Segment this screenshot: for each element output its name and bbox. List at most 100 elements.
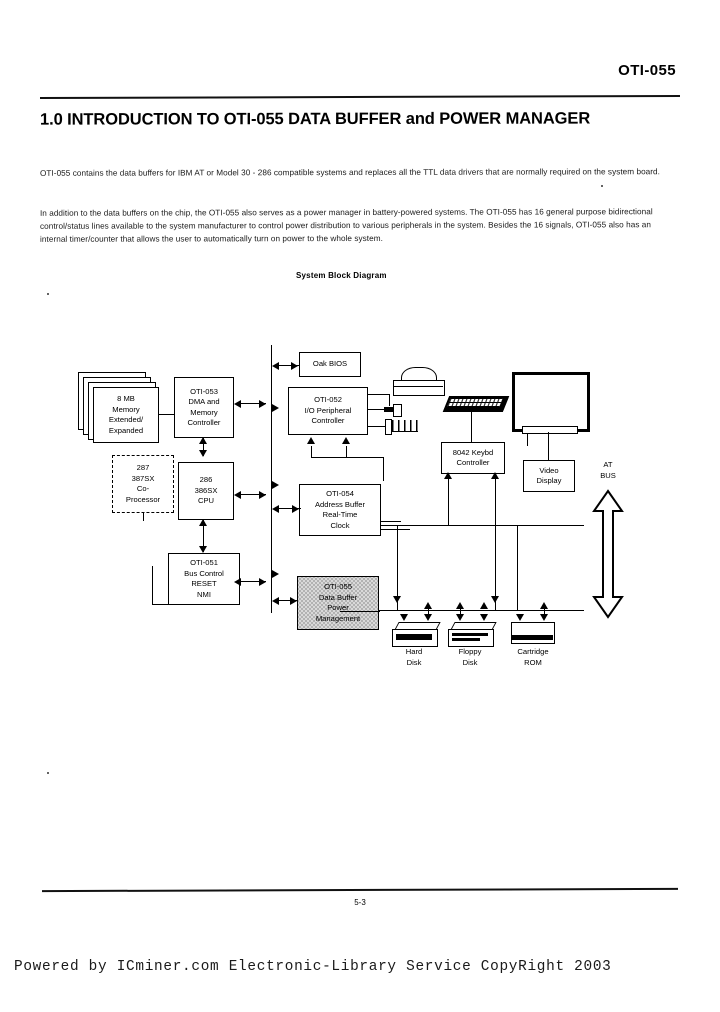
link-keyboard-controller (471, 410, 473, 446)
link-cpu-bus (240, 494, 266, 496)
cartridge-rom-line2: ROM (524, 657, 542, 667)
arrowhead-left (234, 491, 241, 499)
arrowhead-up (424, 602, 432, 609)
arrowhead-right (259, 491, 266, 499)
floppy-disk-line2: Disk (462, 657, 478, 667)
block-oti055-line4: Management (315, 613, 361, 623)
block-memory-line3: Extended/ (108, 415, 144, 424)
link-hard-disk (428, 604, 430, 616)
block-oti054: OTI-054 Address Buffer Real-Time Clock (299, 484, 381, 536)
link-oti051-left (152, 604, 170, 606)
upper-bus-stub (380, 529, 410, 531)
link-oti052-bus-v (383, 457, 385, 481)
at-bus-label: AT BUS (588, 460, 628, 481)
hard-disk-line2: Disk (406, 657, 422, 667)
block-oti053-line4: Controller (187, 418, 221, 427)
link-memory-oti053 (159, 414, 178, 416)
arrowhead-left (234, 400, 241, 408)
arrowhead-down (393, 596, 401, 603)
arrowhead-right (272, 404, 279, 412)
arrowhead-up (199, 519, 207, 526)
link-upper-lower-bus-a (397, 525, 399, 610)
link-oti051-left-vertical (152, 566, 154, 605)
link-cartridge-rom (544, 604, 546, 616)
arrowhead-right (272, 570, 279, 578)
scan-speck (601, 185, 603, 187)
arrowhead-up (540, 602, 548, 609)
block-coprocessor-line4: Processor (125, 494, 161, 504)
block-video-line1: Video (539, 465, 559, 475)
block-oti053-line3: Memory (190, 407, 218, 417)
link-oti052-mouse (368, 409, 384, 411)
link-bus-oti054 (277, 508, 301, 510)
cartridge-rom-icon (511, 622, 555, 644)
block-oti053-line2: DMA and (188, 397, 220, 406)
block-oti053: OTI-053 DMA and Memory Controller (174, 377, 234, 438)
upper-peripheral-bus (381, 525, 584, 527)
arrowhead-right (259, 400, 266, 408)
block-oti055-line3: Power (327, 603, 349, 612)
at-bus-line2: BUS (600, 470, 616, 480)
block-memory: 8 MB Memory Extended/ Expanded (93, 387, 159, 443)
block-memory-line4: Expanded (108, 425, 144, 435)
printer-paper-icon (401, 367, 437, 382)
block-keybd-line2: Controller (456, 458, 490, 467)
block-coprocessor: 287 387SX Co- Processor (112, 455, 174, 513)
block-coprocessor-line1: 287 (136, 463, 150, 472)
block-oti051-line4: NMI (197, 589, 211, 599)
main-vertical-bus (271, 345, 273, 613)
device-floppy-disk-label: Floppy Disk (440, 647, 500, 668)
link-upper-lower-bus-c (517, 525, 519, 610)
block-cpu: 286 386SX CPU (178, 462, 234, 520)
link-cpu-oti051 (203, 520, 205, 552)
block-oti052-line3: Controller (311, 416, 345, 426)
block-memory-line2: Memory (112, 404, 140, 414)
block-oti052: OTI-052 I/O Peripheral Controller (288, 387, 368, 435)
block-oti054-line3: Real-Time (322, 510, 358, 519)
link-floppy-disk (460, 604, 462, 616)
link-oti051-bus (240, 581, 266, 583)
link-port-controller (527, 424, 529, 446)
library-watermark: Powered by ICminer.com Electronic-Librar… (14, 959, 612, 975)
block-oti055: OTI-055 Data Buffer Power Management (297, 576, 379, 630)
block-oti052-line2: I/O Peripheral (304, 405, 352, 415)
floppy-disk-slot-2 (452, 638, 480, 641)
diagram-caption: System Block Diagram (296, 271, 387, 280)
block-cpu-line2: 386SX (194, 485, 218, 495)
arrowhead-down (480, 614, 488, 621)
scan-speck (47, 293, 49, 295)
arrowhead-down (400, 614, 408, 621)
arrowhead-down (199, 450, 207, 457)
link-bus-keybd-a (448, 474, 450, 525)
arrowhead-right (292, 505, 299, 513)
serial-port-icon (385, 419, 392, 435)
link-oti053-bus (240, 403, 266, 405)
link-monitor-video (548, 432, 550, 460)
link-coprocessor-down (143, 513, 145, 521)
floppy-disk-line1: Floppy (458, 647, 482, 656)
block-memory-line1: 8 MB (117, 394, 135, 403)
link-bus-bios (277, 365, 299, 367)
page-number: 5-3 (354, 898, 366, 907)
block-oti053-line1: OTI-053 (190, 386, 218, 396)
floppy-disk-slot (452, 633, 488, 636)
at-bus-line1: AT (603, 460, 613, 469)
block-video-display: Video Display (523, 460, 575, 492)
arrowhead-up (444, 472, 452, 479)
hard-disk-slot (396, 634, 432, 640)
arrowhead-down (456, 614, 464, 621)
arrowhead-up (480, 602, 488, 609)
block-oti054-line2: Address Buffer (314, 499, 366, 509)
crt-monitor-icon (512, 372, 590, 432)
at-bus-arrow-icon (592, 489, 624, 619)
link-oti052-printer (368, 394, 390, 396)
scan-speck (47, 772, 49, 774)
block-cpu-line1: 286 (199, 475, 213, 485)
cartridge-rom-line1: Cartridge (517, 647, 549, 656)
mouse-connector-pin (384, 407, 393, 412)
block-oak-bios-label: Oak BIOS (312, 359, 348, 369)
arrowhead-left (234, 578, 241, 586)
link-oti054-bus (381, 521, 401, 523)
block-cpu-line3: CPU (197, 496, 215, 506)
